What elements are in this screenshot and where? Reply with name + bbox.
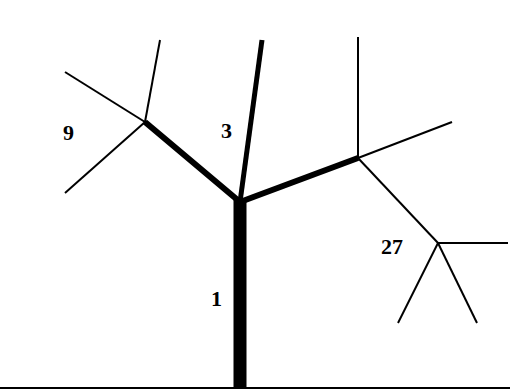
trunk (234, 200, 247, 388)
thick-branch (240, 158, 358, 202)
callout-number: 1 (211, 288, 222, 310)
thin-branch (358, 122, 452, 158)
thick-branch (240, 40, 262, 202)
thin-branch (357, 37, 359, 158)
thin-branch (438, 242, 508, 244)
thin-branch (358, 158, 438, 243)
thin-branch (65, 122, 145, 193)
callout-number: 9 (63, 122, 74, 144)
ground-line (0, 387, 510, 389)
callout-number: 3 (221, 120, 232, 142)
thin-branch (398, 243, 438, 323)
thin-branch (65, 72, 145, 122)
thin-branch (145, 40, 160, 122)
callout-number: 27 (381, 236, 403, 258)
thin-branch (438, 243, 477, 323)
